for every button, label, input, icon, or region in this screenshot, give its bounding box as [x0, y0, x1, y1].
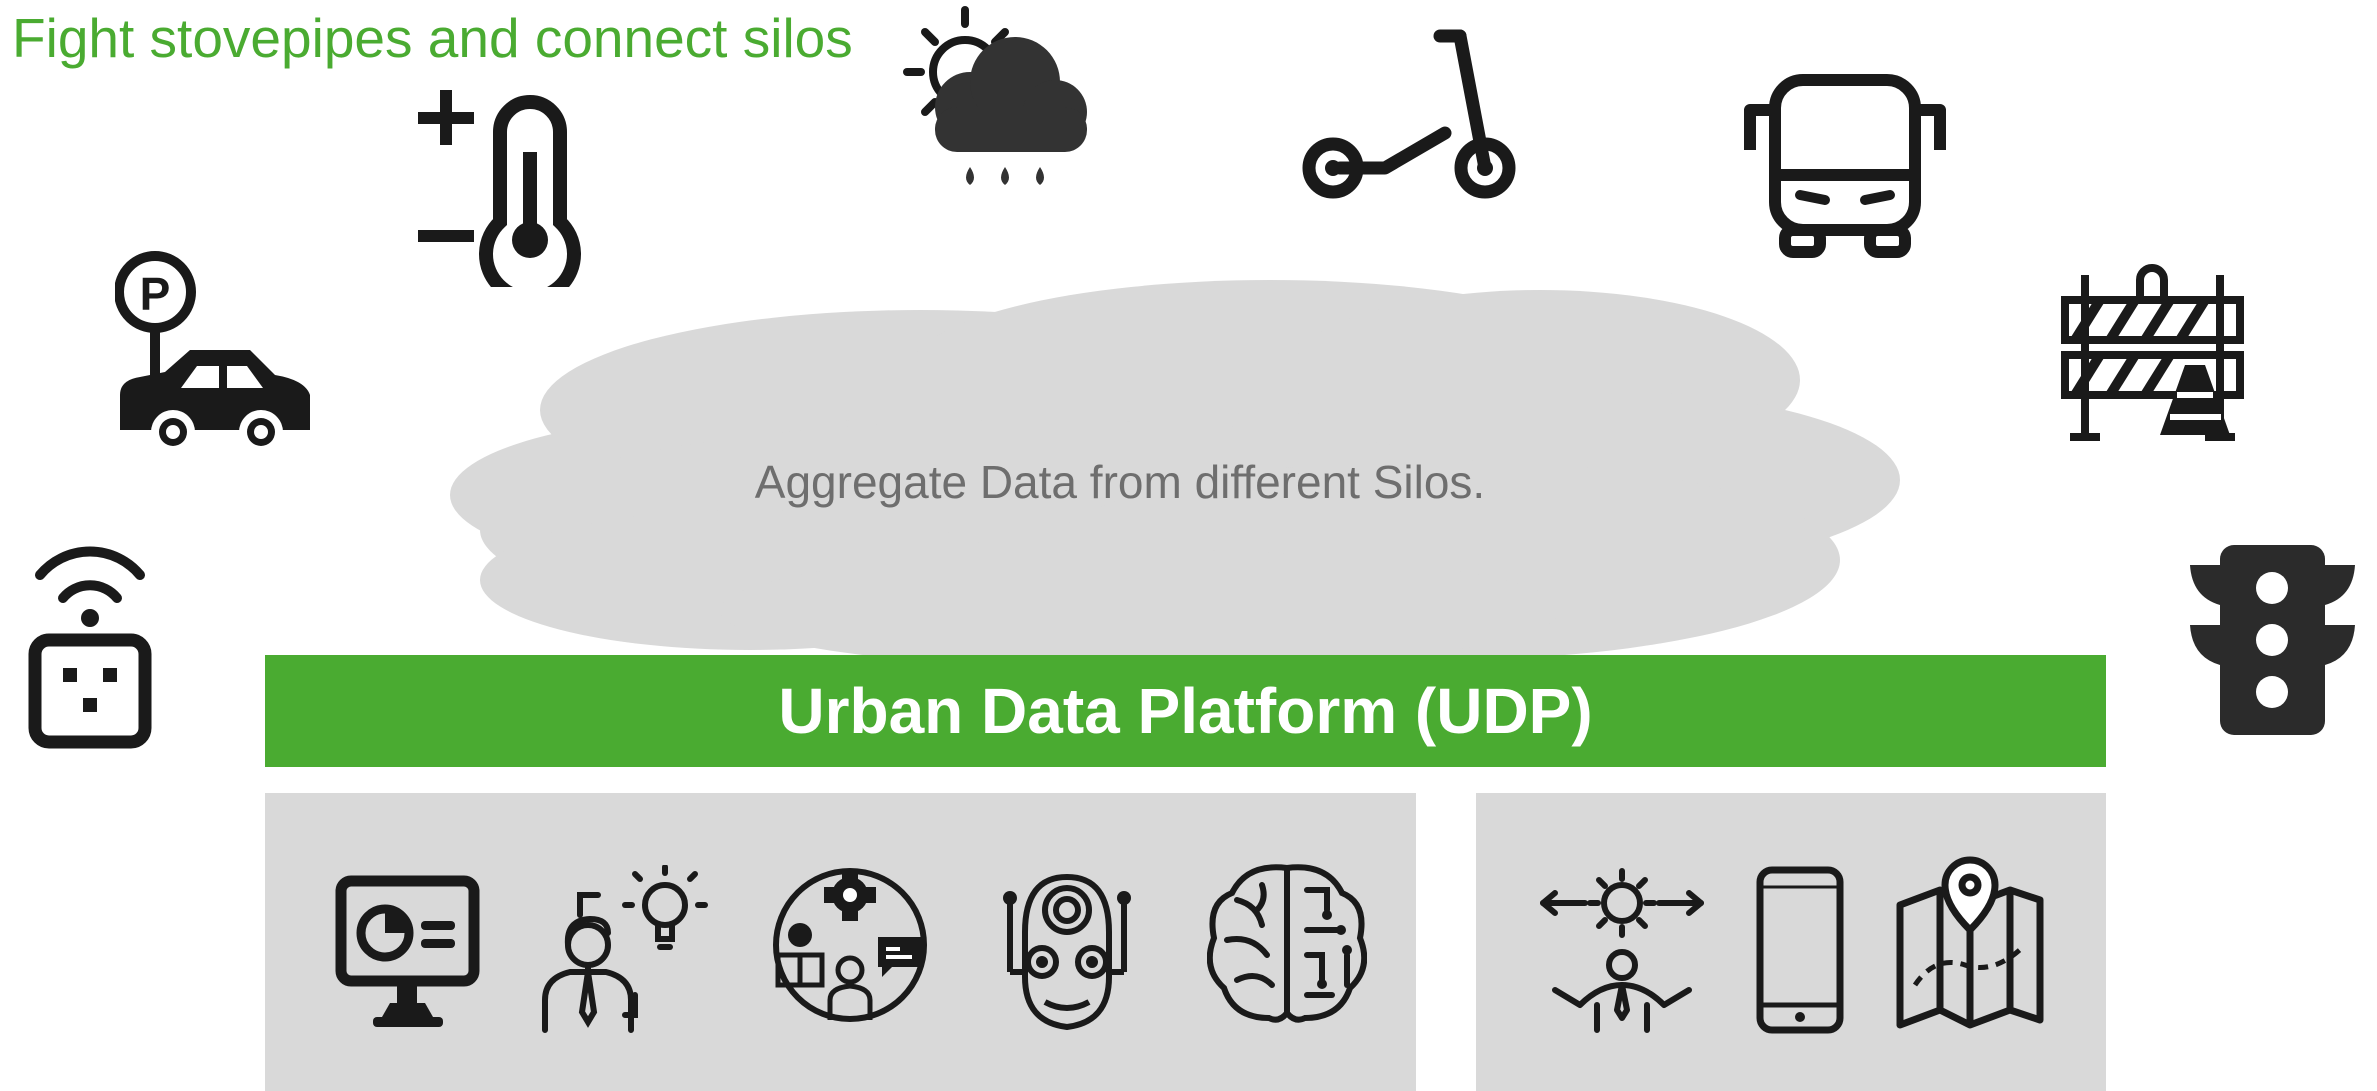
thermometer-icon — [418, 90, 581, 287]
collaboration-icon — [773, 868, 927, 1022]
data-cloud — [450, 280, 1900, 670]
platform-bar: Urban Data Platform (UDP) — [265, 655, 2106, 767]
roadblock-icon — [2061, 264, 2244, 441]
map-pin-icon — [1896, 856, 2044, 1029]
traffic-light-icon — [2190, 545, 2355, 735]
cloud-caption: Aggregate Data from different Silos. — [754, 456, 1486, 508]
robot-head-icon — [1003, 873, 1131, 1031]
bus-icon — [1744, 74, 1946, 258]
smart-plug-icon — [28, 546, 152, 749]
parking-car-icon: P — [115, 251, 310, 454]
dashboard-monitor-icon — [335, 875, 480, 1027]
page-title: Fight stovepipes and connect silos — [12, 7, 853, 69]
decision-person-icon — [1540, 868, 1704, 1033]
svg-text:P: P — [140, 268, 171, 320]
ai-brain-icon — [1207, 864, 1367, 1023]
services-panel — [1476, 793, 2106, 1091]
smartphone-icon — [1756, 866, 1844, 1034]
applications-panel — [265, 793, 1416, 1091]
idea-person-icon — [542, 865, 708, 1033]
scooter-icon — [1302, 29, 1516, 199]
platform-label: Urban Data Platform (UDP) — [778, 675, 1593, 747]
weather-icon — [903, 6, 1087, 185]
